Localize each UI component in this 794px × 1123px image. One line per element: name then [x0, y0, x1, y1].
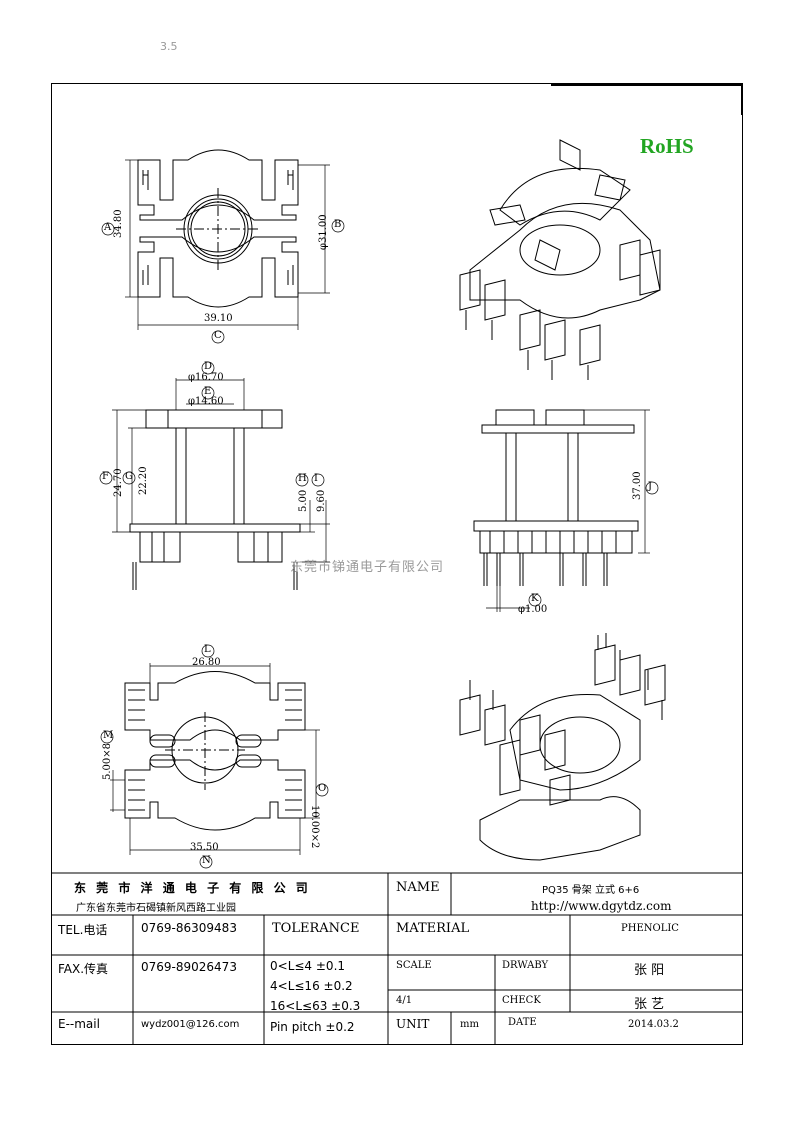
dim-label-j: J [648, 481, 653, 492]
dim-label-c: C [214, 330, 222, 341]
fax-label: FAX.传真 [58, 962, 109, 976]
dim-value-b: φ31.00 [318, 214, 329, 250]
dim-value-o: 10.00×2 [309, 805, 320, 849]
front-view-dimensions [486, 409, 650, 612]
top-view-dimensions [125, 159, 330, 330]
rohs-logo: RoHS [640, 134, 694, 158]
fax-value: 0769-89026473 [141, 960, 237, 974]
check-label: CHECK [502, 995, 541, 1006]
date-label: DATE [508, 1017, 537, 1028]
dim-value-h: 5.00 [298, 489, 309, 512]
material-label: MATERIAL [396, 921, 470, 936]
bottom-view [124, 671, 306, 831]
dim-value-l: 26.80 [192, 657, 221, 668]
dim-value-c: 39.10 [204, 313, 233, 324]
tolerance-line-4: Pin pitch ±0.2 [270, 1020, 355, 1034]
email-label: E--mail [58, 1017, 100, 1031]
dim-value-k: φ1.00 [518, 604, 548, 615]
email-value: wydz001@126.com [141, 1019, 240, 1030]
dim-label-m: M [103, 730, 114, 741]
sheet-corner-tab [551, 83, 743, 115]
company-address: 广东省东莞市石碣镇新风西路工业园 [76, 903, 236, 914]
bottom-view-dimensions [110, 663, 320, 855]
side-view-dimensions [112, 378, 330, 563]
dim-value-n: 35.50 [190, 842, 219, 853]
unit-value: mm [460, 1019, 479, 1030]
scale-value: 4/1 [396, 995, 413, 1006]
dim-value-i: 9.60 [316, 489, 327, 512]
dim-value-j: 37.00 [632, 471, 643, 500]
name-label: NAME [396, 880, 440, 895]
dim-label-e: E [204, 386, 212, 397]
tolerance-line-1: 0<L≤4 ±0.1 [270, 959, 346, 973]
dim-value-a: 34.80 [113, 209, 124, 238]
isometric-view-top [459, 139, 661, 380]
dim-label-b: B [334, 219, 342, 230]
tel-value: 0769-86309483 [141, 921, 237, 935]
title-block-grid [51, 872, 743, 1045]
company-watermark: 东莞市锑通电子有限公司 [290, 560, 445, 575]
unit-label: UNIT [396, 1017, 430, 1031]
top-view [137, 149, 299, 308]
tolerance-line-3: 16<L≤63 ±0.3 [270, 999, 361, 1013]
website-link[interactable]: http://www.dgytdz.com [531, 899, 672, 913]
company-name: 东 莞 市 洋 通 电 子 有 限 公 司 [74, 881, 311, 895]
dim-label-g: G [125, 471, 133, 482]
drawby-label: DRWABY [502, 960, 549, 971]
tel-label: TEL.电话 [58, 923, 108, 937]
dim-label-f: F [102, 471, 109, 482]
side-view [129, 409, 301, 590]
dim-label-i: I [314, 473, 318, 484]
dim-label-a: A [104, 222, 112, 233]
front-view [473, 409, 639, 586]
date-value: 2014.03.2 [628, 1019, 679, 1030]
isometric-view-bottom [459, 633, 666, 861]
tolerance-label: TOLERANCE [272, 921, 360, 936]
dim-value-m: 5.00×8 [102, 742, 113, 780]
dim-value-g: 22.20 [138, 466, 149, 495]
corner-mark: 3.5 [160, 40, 178, 53]
check-value: 张 艺 [634, 997, 665, 1012]
dim-value-e: φ14.60 [188, 396, 224, 407]
material-value: PHENOLIC [621, 923, 679, 934]
drawby-value: 张 阳 [634, 963, 665, 978]
scale-label: SCALE [396, 960, 432, 971]
dim-value-d: φ16.70 [188, 372, 224, 383]
dim-label-d: D [204, 361, 213, 372]
dim-label-n: N [202, 855, 211, 866]
dimension-bubbles [99, 219, 659, 869]
drawing-sheet-border [51, 83, 743, 1045]
dim-label-l: L [204, 644, 211, 655]
dim-value-f: 24.70 [113, 468, 124, 497]
dim-label-k: K [531, 593, 539, 604]
part-name: PQ35 骨架 立式 6+6 [542, 885, 640, 896]
dim-label-h: H [298, 473, 307, 484]
dim-label-o: O [318, 783, 327, 794]
tolerance-line-2: 4<L≤16 ±0.2 [270, 979, 353, 993]
